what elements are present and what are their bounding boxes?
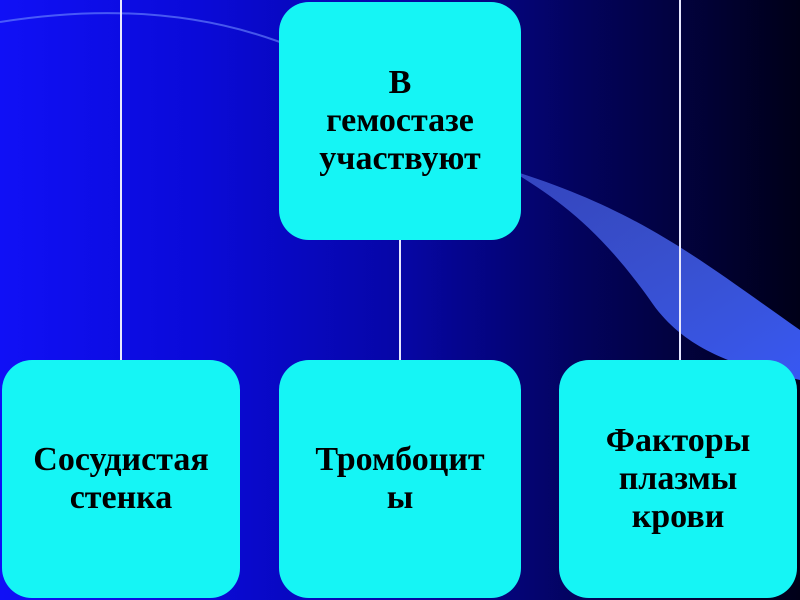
root-node-label: В гемостазе участвуют: [319, 64, 481, 177]
child-node-label: Тромбоцит ы: [315, 441, 485, 516]
swoosh-arc-top: [0, 12, 301, 51]
child-node-label: Факторы плазмы крови: [605, 422, 751, 535]
child-node-plasma-factors: Факторы плазмы крови: [559, 360, 797, 598]
child-node-label: Сосудистая стенка: [33, 441, 209, 516]
child-node-vessel-wall: Сосудистая стенка: [2, 360, 240, 598]
child-node-platelets: Тромбоцит ы: [279, 360, 521, 598]
connector-lines: [120, 0, 681, 360]
root-node: В гемостазе участвуют: [279, 2, 521, 240]
swoosh-right: [510, 170, 800, 380]
